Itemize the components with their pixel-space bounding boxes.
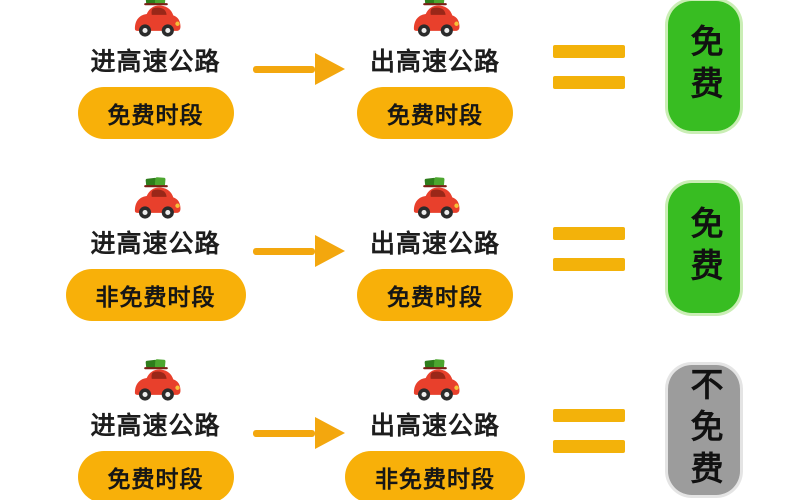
exit-highway-label: 出高速公路 [369, 410, 500, 440]
rule-row-3: 进高速公路 免费时段 出高速公路 非免费时段 不免费 [0, 358, 800, 500]
enter-highway-label: 进高速公路 [90, 410, 221, 440]
result-badge: 不免费 [668, 365, 740, 495]
result-badge: 免费 [668, 1, 740, 131]
enter-highway-block: 进高速公路 非免费时段 [58, 176, 253, 321]
rule-row-2: 进高速公路 非免费时段 出高速公路 免费时段 免费 [0, 176, 800, 321]
equals-bar [553, 409, 625, 422]
equals-sign-icon [553, 45, 625, 89]
arrow-right-icon [253, 53, 345, 85]
car-icon [408, 358, 462, 404]
enter-highway-label: 进高速公路 [90, 46, 221, 76]
enter-highway-block: 进高速公路 免费时段 [58, 358, 253, 500]
rule-row-1: 进高速公路 免费时段 出高速公路 免费时段 免费 [0, 0, 800, 139]
exit-highway-label: 出高速公路 [369, 46, 500, 76]
exit-highway-block: 出高速公路 免费时段 [345, 176, 525, 321]
equals-bar [553, 45, 625, 58]
arrow-shaft [253, 65, 315, 73]
arrow-head [315, 53, 345, 85]
enter-period-badge: 非免费时段 [65, 268, 246, 321]
equals-bar [553, 258, 625, 271]
enter-highway-label: 进高速公路 [90, 228, 221, 258]
car-icon [408, 0, 462, 40]
car-icon [408, 176, 462, 222]
arrow-head [315, 235, 345, 267]
equals-bar [553, 76, 625, 89]
arrow-right-icon [253, 417, 345, 449]
equals-sign-icon [553, 227, 625, 271]
exit-period-badge: 非免费时段 [345, 450, 525, 500]
car-icon [129, 176, 183, 222]
arrow-shaft [253, 247, 315, 255]
exit-period-badge: 免费时段 [357, 86, 513, 139]
equals-bar [553, 440, 625, 453]
equals-bar [553, 227, 625, 240]
exit-highway-block: 出高速公路 免费时段 [345, 0, 525, 139]
arrow-head [315, 417, 345, 449]
exit-period-badge: 免费时段 [357, 268, 513, 321]
arrow-shaft [253, 429, 315, 437]
car-icon [129, 0, 183, 40]
enter-period-badge: 免费时段 [77, 450, 234, 500]
exit-highway-label: 出高速公路 [369, 228, 500, 258]
car-icon [129, 358, 183, 404]
equals-sign-icon [553, 409, 625, 453]
enter-highway-block: 进高速公路 免费时段 [58, 0, 253, 139]
exit-highway-block: 出高速公路 非免费时段 [345, 358, 525, 500]
result-badge: 免费 [668, 183, 740, 313]
arrow-right-icon [253, 235, 345, 267]
enter-period-badge: 免费时段 [77, 86, 234, 139]
